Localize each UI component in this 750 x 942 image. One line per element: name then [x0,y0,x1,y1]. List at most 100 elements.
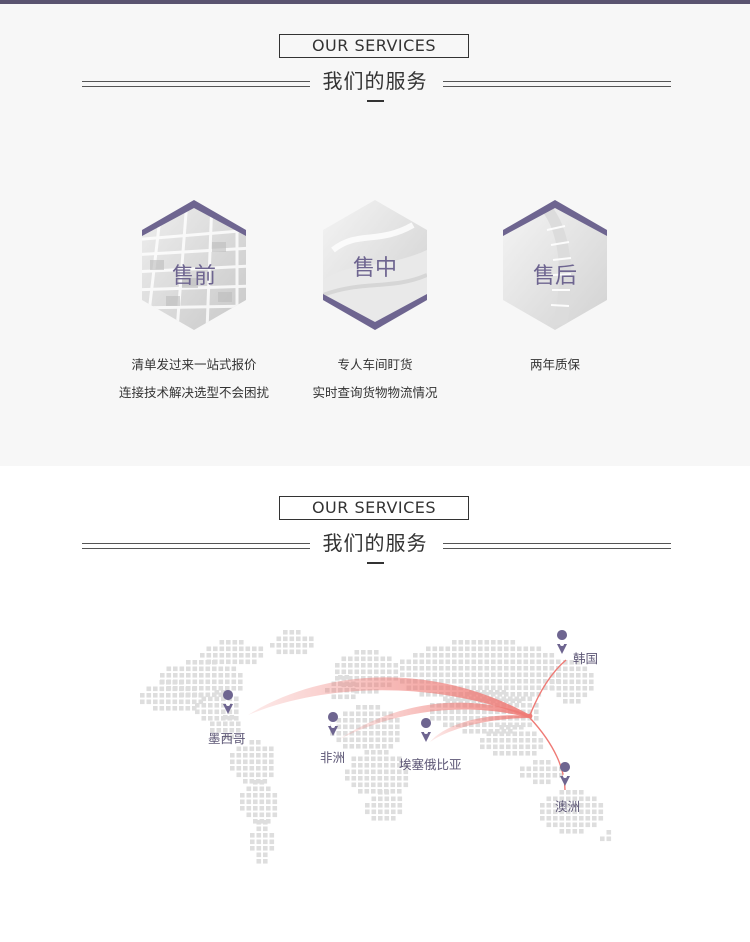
aftersale-hexagon-image [503,200,607,330]
services-heading: OUR SERVICES 我们的服务 [0,34,750,114]
map-dot [493,744,498,750]
map-dot [576,660,581,665]
heading-divider-right [443,81,671,87]
map-dot [236,728,241,733]
map-dot [598,809,604,815]
map-dot [225,673,230,678]
map-dot [289,630,295,635]
map-dot [546,796,552,802]
map-dot [388,718,394,723]
map-dot [240,799,245,805]
map-dot [382,744,387,749]
map-dot [283,649,288,655]
map-dot [192,673,198,678]
map-dot [364,782,370,788]
map-dot [390,763,396,768]
map-dot [229,734,235,740]
map-dot [153,693,158,698]
map-dot [186,666,191,672]
map-dot [566,822,571,828]
map-dot [519,744,524,750]
map-dot [497,646,503,652]
map-dot [160,673,165,678]
map-dot [199,679,204,685]
map-dot [192,679,198,685]
map-dot [245,646,251,652]
global-service-section: OUR SERVICES 我们的服务 [0,466,750,942]
aftersale-description: 两年质保 [455,351,655,379]
map-dot [364,763,370,768]
map-dot [397,803,403,808]
map-dot [527,709,533,715]
map-dot [205,679,211,685]
map-dot [527,696,533,702]
label-korea: 韩国 [573,651,599,666]
map-dot [536,653,542,658]
map-dot [471,646,477,652]
map-dot [336,737,342,743]
map-dot [338,675,343,680]
map-dot [243,753,248,758]
map-dot [426,692,431,697]
map-dot [517,666,522,671]
map-dot [384,796,390,802]
map-dot [263,826,268,832]
map-dot [234,709,239,715]
world-map [140,630,612,864]
map-dot [393,663,399,668]
map-dot [504,679,509,684]
map-dot [245,659,251,665]
map-dot [512,738,518,743]
map-dot [497,653,503,658]
map-dot [239,640,244,645]
map-dot [543,666,548,671]
map-dot [232,659,238,665]
map-dot [146,686,152,692]
map-dot [263,820,268,825]
pin-korea-icon [557,630,568,654]
map-dot [543,685,548,691]
map-dot [458,698,464,704]
aftersale-title: 售后 [532,264,577,289]
map-dot [348,676,353,681]
map-dot [504,640,509,645]
map-dot [439,653,444,658]
map-dot [378,796,383,802]
map-dot [495,709,500,715]
map-dot [199,686,204,691]
map-dot [519,751,524,756]
map-dot [553,796,558,802]
map-dot [452,672,457,678]
map-dot [387,663,392,668]
map-dot [432,653,438,658]
map-dot [508,696,513,702]
map-dot [491,679,496,684]
map-dot [354,676,360,681]
map-dot [351,763,357,768]
map-dot [266,786,271,792]
map-dot [240,793,245,798]
map-dot [504,659,509,665]
map-dot [443,709,448,715]
map-dot [527,722,533,728]
map-dot [258,653,264,658]
map-dot [538,738,544,743]
map-dot [553,803,558,808]
map-dot [336,718,342,723]
map-dot [527,703,533,708]
map-dot [269,753,274,758]
map-dot [205,686,211,691]
map-dot [377,750,383,755]
map-dot [469,709,474,715]
map-dot [517,698,522,704]
global-heading: OUR SERVICES 我们的服务 [0,496,750,576]
map-dot [484,659,490,665]
map-dot [256,740,261,745]
map-dot [478,640,483,645]
map-dot [369,744,374,749]
map-dot [445,698,451,704]
map-dot [530,653,535,658]
map-dot [556,686,562,691]
map-dot [530,666,535,671]
map-dot [566,829,571,834]
